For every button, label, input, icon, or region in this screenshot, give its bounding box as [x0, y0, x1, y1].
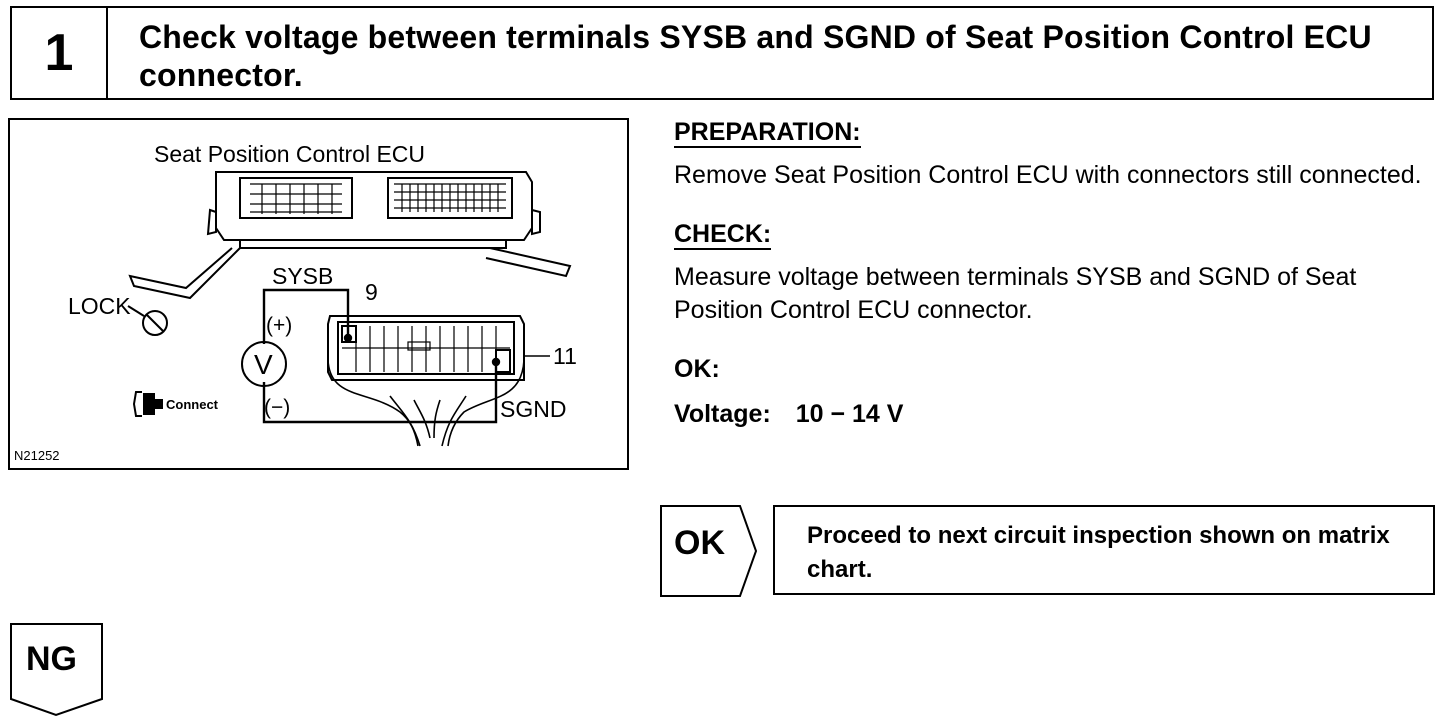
- figure-id: N21252: [14, 448, 60, 463]
- ecu-body: [206, 171, 541, 249]
- meter-leads: [262, 288, 501, 424]
- ecu-label: Seat Position Control ECU: [154, 141, 425, 167]
- minus-label: (−): [264, 396, 290, 419]
- pin-9-label: 9: [365, 279, 378, 305]
- preparation-heading: PREPARATION:: [674, 118, 861, 148]
- ok-result-box: Proceed to next circuit inspection shown…: [773, 505, 1435, 595]
- spec-value: 10 − 14 V: [795, 400, 904, 428]
- sgnd-label: SGND: [500, 396, 566, 422]
- voltage-spec: Voltage: 10 − 14 V: [674, 398, 1444, 431]
- lock-screw-icon: [127, 305, 168, 336]
- step-title: Check voltage between terminals SYSB and…: [139, 19, 1372, 93]
- spec-label: Voltage:: [674, 400, 771, 428]
- ecu-connector-cells: [250, 183, 506, 214]
- wiring-figure: Seat Position Control ECU SYSB 9 11 LOCK…: [8, 118, 629, 470]
- step-number: 1: [12, 8, 108, 98]
- preparation-text: Remove Seat Position Control ECU with co…: [674, 161, 1422, 189]
- ng-badge: NG: [26, 640, 77, 678]
- ok-badge-shape: [660, 505, 758, 597]
- check-text: Measure voltage between terminals SYSB a…: [674, 263, 1357, 324]
- instructions: PREPARATION: Remove Seat Position Contro…: [674, 116, 1444, 431]
- wire-harness: [327, 359, 525, 447]
- ok-heading: OK:: [674, 355, 720, 383]
- connector-cells: [342, 326, 510, 372]
- pin-11-label: 11: [553, 343, 577, 369]
- ok-badge: OK: [674, 524, 725, 562]
- meter-label: V: [254, 349, 273, 380]
- check-heading: CHECK:: [674, 220, 772, 250]
- connect-label: Connect: [166, 397, 219, 412]
- lock-label: LOCK: [68, 293, 131, 319]
- ok-result-text: Proceed to next circuit inspection shown…: [807, 522, 1390, 583]
- plus-label: (+): [266, 314, 292, 337]
- ecu-diagram: Seat Position Control ECU SYSB 9 11 LOCK…: [14, 141, 577, 463]
- ecu-brackets: [128, 247, 572, 300]
- sysb-label: SYSB: [272, 263, 333, 289]
- voltmeter-icon: [241, 341, 287, 387]
- connect-icon: [132, 391, 163, 417]
- ng-badge-shape: [10, 623, 103, 717]
- step-header: 1 Check voltage between terminals SYSB a…: [10, 6, 1434, 100]
